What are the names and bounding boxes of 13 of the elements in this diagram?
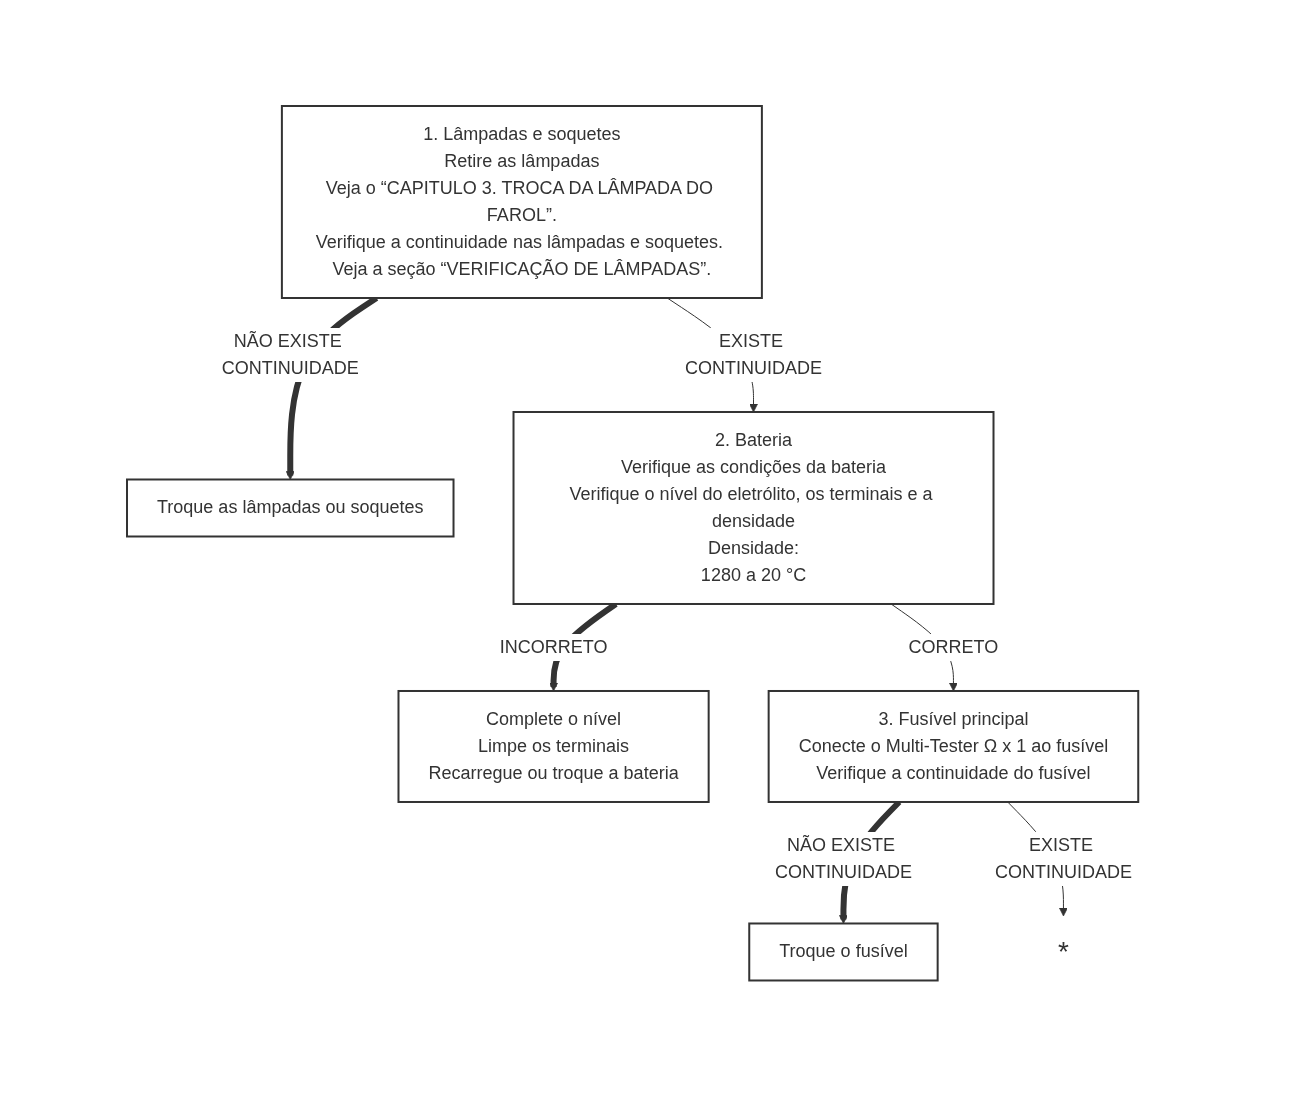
node-text: * (1058, 935, 1070, 967)
node-box: 2. Bateria Verifique as condições da bateria Verifique o nível do eletrólito, os terminais e a densidade Densidade: 1280 a 20 °C (512, 411, 995, 605)
node-box: Troque o fusível (748, 922, 939, 982)
node-box: 3. Fusível principal Conecte o Multi-Tester Ω x 1 ao fusível Verifique a continuidade do fusível (767, 690, 1140, 803)
edge-label: CORRETO (908, 636, 999, 657)
edge-label: NÃO EXISTE CONTINUIDADE (222, 331, 360, 378)
edge-label: EXISTE CONTINUIDADE (995, 834, 1133, 882)
node-box: 1. Lâmpadas e soquetes Retire as lâmpadas Veja o “CAPITULO 3. TROCA DA LÂMPADA DO FAROL”. Verifique a continuidade nas lâmpadas e soquetes. Veja a seção “VERIFICAÇÃO DE LÂMPADAS”. (281, 105, 764, 299)
node-box: Troque as lâmpadas ou soquetes (126, 478, 455, 538)
edge-label: EXISTE CONTINUIDADE (685, 331, 823, 378)
node-box: Complete o nível Limpe os terminais Recarregue ou troque a bateria (397, 690, 710, 803)
edge-label: INCORRETO (500, 636, 608, 657)
edge-label: NÃO EXISTE CONTINUIDADE (775, 834, 913, 882)
